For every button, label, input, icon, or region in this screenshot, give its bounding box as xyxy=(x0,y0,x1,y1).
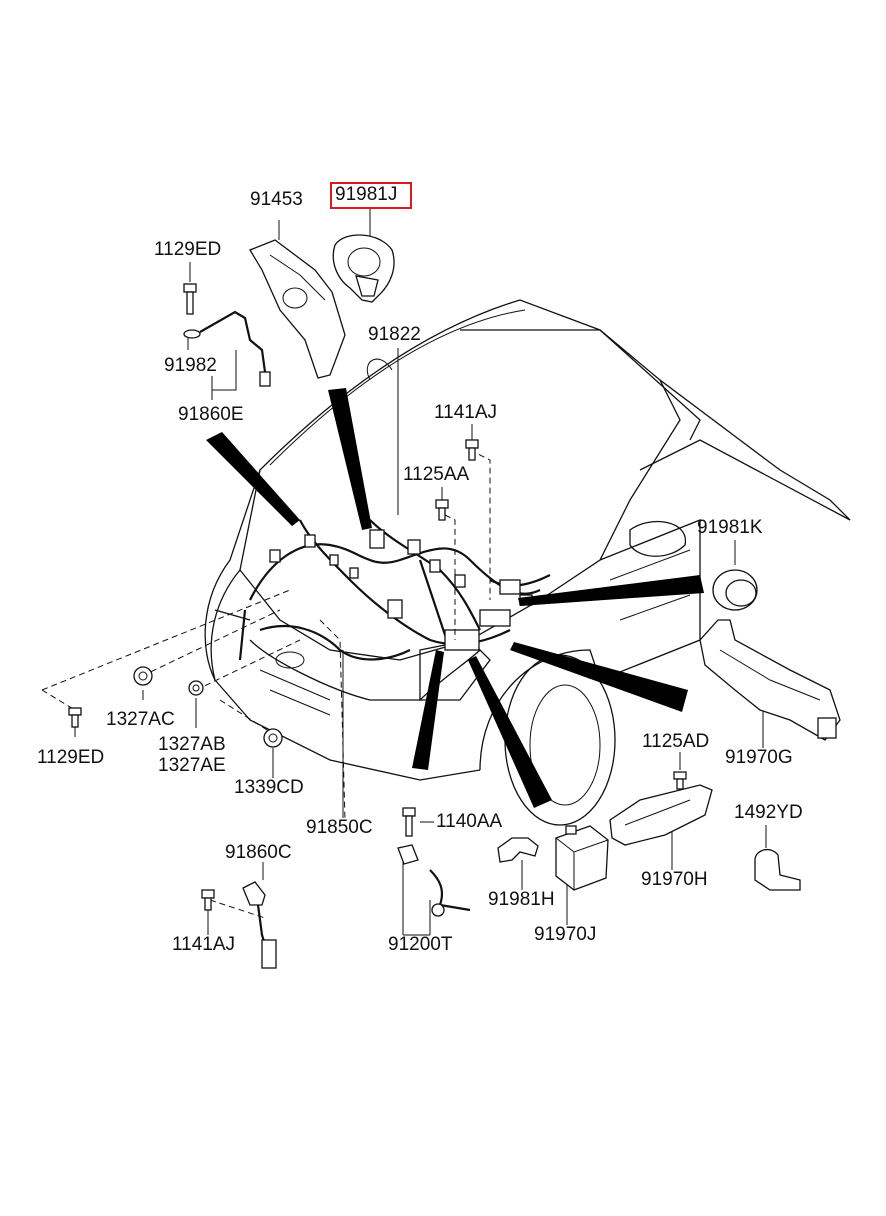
label-91970H[interactable]: 91970H xyxy=(641,869,708,890)
callout-wedges xyxy=(206,388,704,808)
part-91860E-drawing xyxy=(183,310,271,387)
label-91970G[interactable]: 91970G xyxy=(725,747,793,768)
engine-harness xyxy=(238,519,551,661)
part-91453-drawing xyxy=(249,239,346,379)
label-91860E[interactable]: 91860E xyxy=(178,404,244,425)
label-1141AJ-bottom[interactable]: 1141AJ xyxy=(172,934,236,955)
label-1492YD[interactable]: 1492YD xyxy=(734,802,803,823)
label-91860C[interactable]: 91860C xyxy=(225,842,292,863)
part-1125AA-drawing xyxy=(435,499,449,521)
part-1327AB-drawing xyxy=(188,680,204,696)
label-1129ED-left[interactable]: 1129ED xyxy=(37,747,105,768)
part-1141AJ-top-drawing xyxy=(465,439,479,461)
label-91850C[interactable]: 91850C xyxy=(306,817,373,838)
part-91981H-drawing xyxy=(497,837,539,863)
label-1125AD[interactable]: 1125AD xyxy=(642,731,710,752)
part-91200T-drawing xyxy=(397,844,471,917)
leader-lines xyxy=(74,209,767,936)
label-91453[interactable]: 91453 xyxy=(250,189,303,210)
label-91981J[interactable]: 91981J xyxy=(335,184,398,205)
label-1327AE[interactable]: 1327AE xyxy=(158,755,226,776)
label-91822[interactable]: 91822 xyxy=(368,324,421,345)
label-1140AA[interactable]: 1140AA xyxy=(436,811,503,832)
part-91970G-drawing xyxy=(699,619,841,741)
part-1129ED-left-drawing xyxy=(68,707,82,728)
label-1327AB[interactable]: 1327AB xyxy=(158,734,226,755)
label-1339CD[interactable]: 1339CD xyxy=(234,777,304,798)
label-91982[interactable]: 91982 xyxy=(164,355,217,376)
part-1125AD-drawing xyxy=(673,771,687,790)
label-1129ED-top[interactable]: 1129ED xyxy=(154,239,222,260)
label-91981H[interactable]: 91981H xyxy=(488,889,555,910)
part-91981K-drawing xyxy=(712,569,758,611)
label-91981K[interactable]: 91981K xyxy=(697,517,763,538)
label-1141AJ-top[interactable]: 1141AJ xyxy=(434,402,498,423)
label-1327AC[interactable]: 1327AC xyxy=(106,709,175,730)
part-91981J-drawing xyxy=(332,234,395,303)
label-91970J[interactable]: 91970J xyxy=(534,924,597,945)
part-91970J-drawing xyxy=(555,825,609,891)
part-91860C-drawing xyxy=(242,881,277,969)
part-1339CD-drawing xyxy=(263,728,283,748)
part-1492YD-drawing xyxy=(754,848,801,891)
part-1129ED-top-drawing xyxy=(183,283,197,315)
label-1125AA[interactable]: 1125AA xyxy=(403,464,470,485)
part-1327AC-drawing xyxy=(133,666,153,686)
part-91970H-drawing xyxy=(609,784,713,846)
part-1140AA-drawing xyxy=(402,807,416,837)
label-91200T[interactable]: 91200T xyxy=(388,934,453,955)
part-1141AJ-bottom-drawing xyxy=(201,889,215,911)
locator-lines xyxy=(41,449,491,919)
